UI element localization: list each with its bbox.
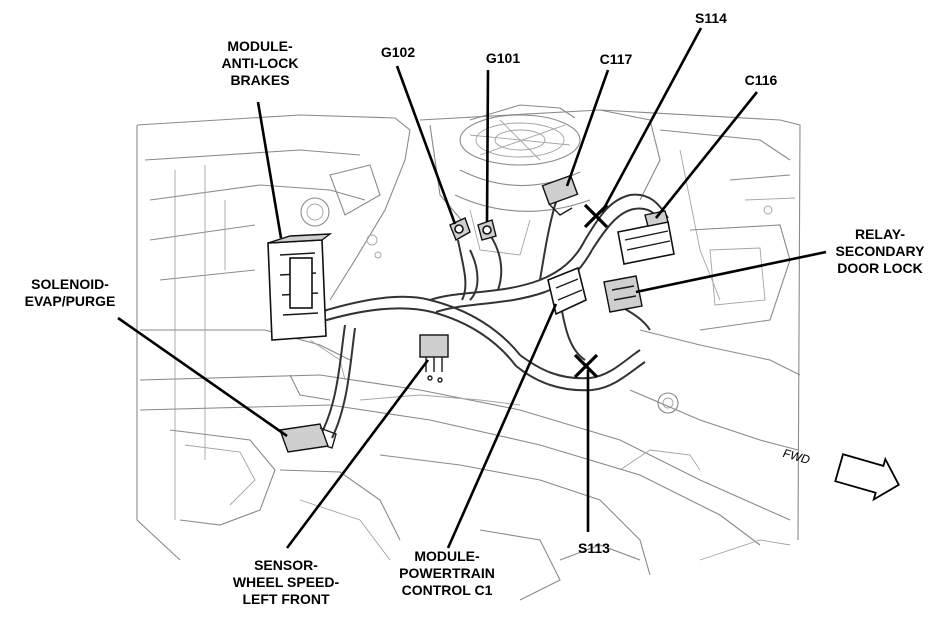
label-g101: G101	[485, 50, 521, 66]
fwd-label: FWD	[781, 446, 813, 466]
abs-module	[267, 233, 333, 341]
leader-c117	[565, 69, 610, 187]
leader-abs	[256, 101, 283, 239]
label-line: ANTI-LOCK	[221, 55, 299, 71]
leader-c116	[654, 91, 759, 219]
label-solenoid-evap-purge: SOLENOID- EVAP/PURGE	[24, 276, 116, 309]
label-g102: G102	[380, 44, 416, 60]
label-module-powertrain-control-c1: MODULE- POWERTRAIN CONTROL C1	[399, 548, 495, 598]
leader-g101	[485, 69, 490, 223]
leader-relay	[635, 250, 827, 294]
leader-sensor	[285, 359, 430, 549]
leader-solenoid	[117, 316, 288, 438]
label-line: MODULE-	[227, 38, 293, 54]
secondary-door-lock-relay	[603, 275, 643, 313]
wheel-speed-sensor-connector	[419, 334, 449, 383]
evap-purge-solenoid	[279, 423, 337, 453]
label-s114: S114	[695, 10, 727, 26]
leader-pcm	[446, 303, 558, 549]
vehicle-structure-linework	[136, 104, 801, 601]
label-s113: S113	[578, 540, 610, 556]
label-line: BRAKES	[230, 72, 290, 88]
connector-c116	[617, 210, 675, 265]
label-relay-secondary-door-lock: RELAY- SECONDARY DOOR LOCK	[835, 226, 925, 276]
leader-s114	[600, 27, 703, 213]
connector-c117	[541, 174, 579, 216]
leader-lines	[117, 27, 827, 549]
pcm-c1-connector	[547, 266, 587, 316]
label-sensor-wheel-speed-left-front: SENSOR- WHEEL SPEED- LEFT FRONT	[232, 557, 340, 607]
splice-s113-mark	[573, 353, 599, 379]
leader-g102	[395, 65, 457, 225]
label-c117: C117	[599, 51, 633, 67]
label-module-anti-lock-brakes: MODULE- ANTI-LOCK BRAKES	[200, 38, 320, 89]
ground-g101	[477, 219, 497, 241]
fwd-arrow-icon: FWD	[781, 446, 900, 502]
label-c116: C116	[744, 72, 778, 88]
